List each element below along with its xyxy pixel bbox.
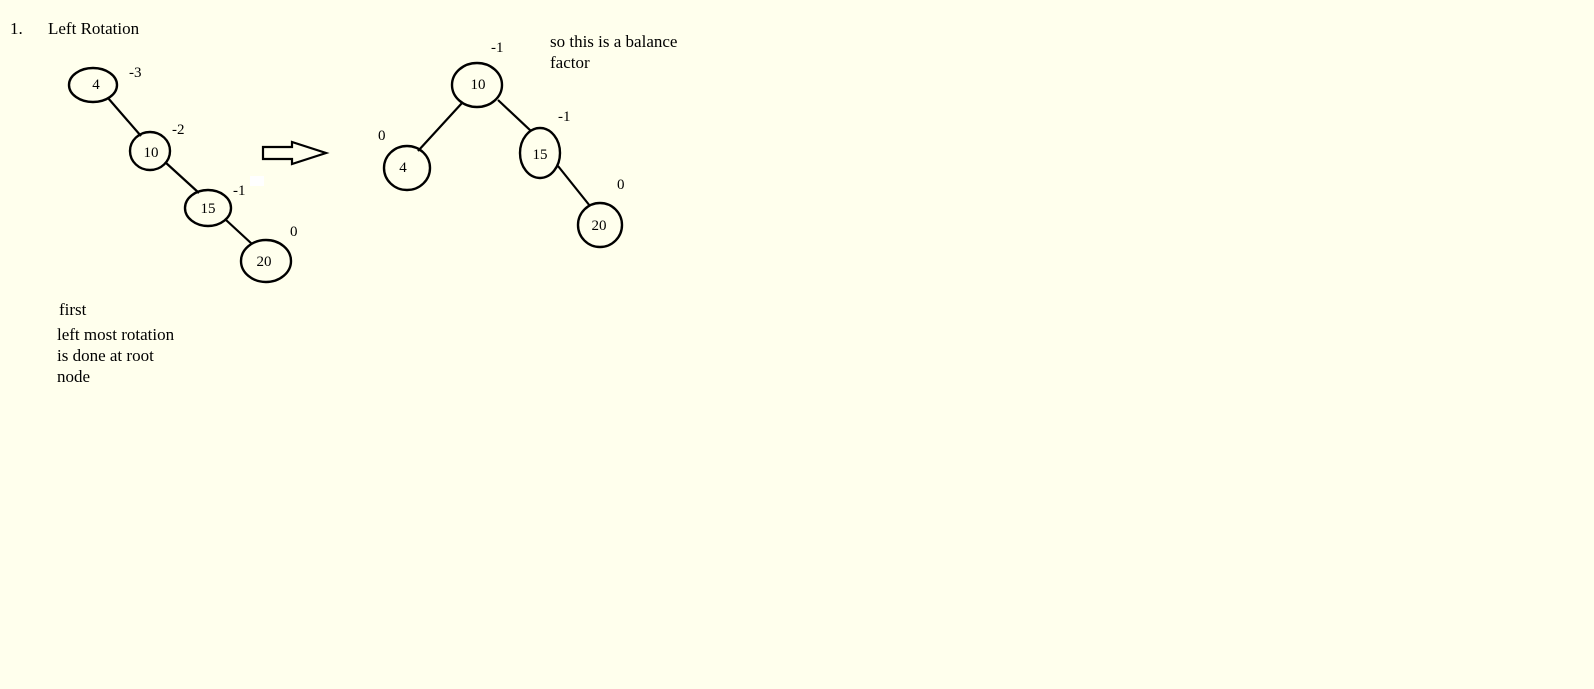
before-node-10: 10 <box>128 130 172 172</box>
edge-15-20-after <box>557 165 591 207</box>
after-node-15-balance: -1 <box>558 109 571 125</box>
after-node-15-value: 15 <box>533 147 548 163</box>
edge-4-10 <box>107 97 142 137</box>
annotation-line-2: factor <box>550 53 590 72</box>
after-node-4-value: 4 <box>399 160 407 176</box>
after-node-10: 10 <box>450 61 504 109</box>
after-node-20-balance: 0 <box>617 177 625 193</box>
list-number: 1. <box>10 19 23 38</box>
before-node-15-value: 15 <box>201 201 216 217</box>
annotation-line-1: so this is a balance <box>550 32 678 51</box>
note-line-3: node <box>57 367 91 386</box>
before-node-15: 15 <box>183 188 233 228</box>
smudge <box>250 176 264 186</box>
before-node-4-value: 4 <box>92 77 100 93</box>
after-node-10-balance: -1 <box>491 40 504 56</box>
after-node-20: 20 <box>576 201 624 249</box>
right-arrow-icon <box>261 140 330 166</box>
note-line-2: is done at root <box>57 346 154 365</box>
before-node-20-balance: 0 <box>290 224 298 240</box>
edge-10-15-after <box>497 99 532 132</box>
section-title: Left Rotation <box>48 19 140 38</box>
before-node-20: 20 <box>239 238 293 284</box>
edge-10-4 <box>417 102 463 152</box>
before-node-4: 4 <box>67 66 119 104</box>
before-node-15-balance: -1 <box>233 183 246 199</box>
before-node-10-value: 10 <box>144 145 159 161</box>
before-node-4-balance: -3 <box>129 65 142 81</box>
before-node-10-balance: -2 <box>172 122 185 138</box>
after-node-20-value: 20 <box>592 218 607 234</box>
note-first: first <box>59 300 87 319</box>
edge-10-15 <box>164 161 200 194</box>
note-line-1: left most rotation <box>57 325 175 344</box>
after-node-4: 4 <box>382 144 432 192</box>
after-node-4-balance: 0 <box>378 128 386 144</box>
after-node-15: 15 <box>518 126 562 180</box>
after-node-10-value: 10 <box>471 77 486 93</box>
edge-15-20 <box>225 219 253 245</box>
before-node-20-value: 20 <box>257 254 272 270</box>
